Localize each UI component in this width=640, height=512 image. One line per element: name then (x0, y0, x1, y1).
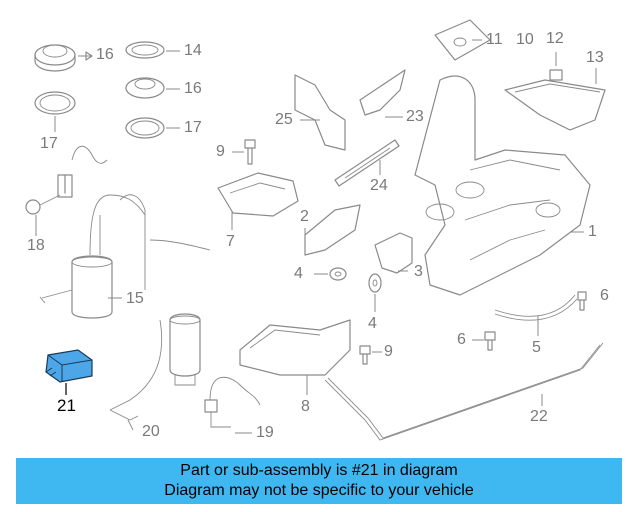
part-15 (39, 194, 211, 411)
part-13 (549, 52, 563, 81)
callout-16-top: 16 (96, 46, 114, 63)
parts-diagram (25, 19, 606, 441)
part-4-left (314, 267, 347, 281)
part-2 (304, 204, 361, 256)
callout-20: 20 (142, 423, 160, 440)
callout-15: 15 (126, 290, 144, 307)
callout-6-left: 6 (457, 331, 466, 348)
part-23 (359, 69, 406, 118)
callout-1: 1 (588, 223, 597, 240)
callout-24: 24 (370, 177, 388, 194)
part-1-fuel-tank (414, 75, 591, 296)
part-17-left (34, 91, 76, 132)
part-5 (494, 294, 578, 336)
part-22 (324, 342, 604, 441)
part-12 (504, 68, 606, 131)
callout-7: 7 (226, 233, 235, 250)
callout-17-left: 17 (40, 135, 58, 152)
part-18 (25, 145, 108, 236)
part-19 (204, 376, 261, 434)
pump-assembly-right (169, 313, 201, 386)
callout-21: 21 (57, 396, 76, 415)
part-25 (294, 74, 346, 151)
callout-12: 13 (586, 49, 604, 66)
part-21-highlight (45, 349, 93, 395)
callout-11: 11 (486, 31, 503, 48)
callout-9-top: 9 (216, 143, 225, 160)
callout-13: 12 (546, 30, 564, 47)
callout-3: 3 (414, 263, 423, 280)
part-9-top (232, 139, 256, 165)
part-7 (217, 172, 299, 230)
part-3 (374, 232, 413, 274)
part-9-bottom (359, 345, 382, 365)
part-17-right (125, 117, 180, 139)
info-banner: Part or sub-assembly is #21 in diagram D… (16, 458, 622, 504)
part-16-top (34, 44, 93, 72)
part-8 (239, 319, 351, 395)
callout-5: 5 (532, 339, 541, 356)
part-20 (109, 409, 139, 431)
callout-16-mid: 16 (184, 80, 202, 97)
part-16-mid (125, 77, 180, 99)
callout-14: 14 (184, 42, 202, 59)
callout-17-right: 17 (184, 119, 202, 136)
callout-10: 10 (516, 31, 534, 48)
callout-25: 25 (275, 111, 293, 128)
part-4-right (368, 273, 382, 312)
part-14 (125, 41, 180, 59)
callout-22: 22 (530, 408, 548, 425)
part-24 (334, 139, 400, 187)
part-11 (434, 19, 491, 61)
callout-2: 2 (300, 208, 309, 225)
banner-line-1: Part or sub-assembly is #21 in diagram (180, 462, 458, 479)
callout-8: 8 (301, 398, 310, 415)
callout-19: 19 (256, 424, 274, 441)
callout-9-bottom: 9 (384, 343, 393, 360)
callout-4-right: 4 (368, 315, 377, 332)
part-6-left (472, 331, 496, 351)
callout-6-right: 6 (600, 287, 609, 304)
banner-line-2: Diagram may not be specific to your vehi… (164, 482, 474, 499)
callout-4-left: 4 (294, 265, 303, 282)
part-6-right (577, 291, 587, 311)
callout-23: 23 (406, 108, 424, 125)
callout-18: 18 (27, 237, 45, 254)
